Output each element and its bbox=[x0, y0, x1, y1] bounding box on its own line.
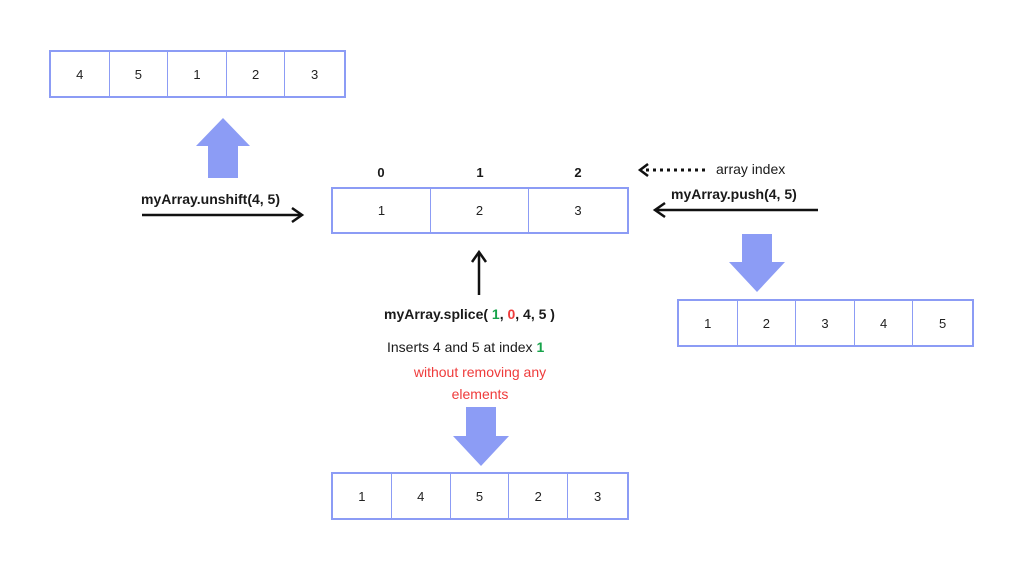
array-cell: 2 bbox=[738, 301, 797, 345]
array-index-label: 2 bbox=[574, 165, 582, 180]
array-cell: 5 bbox=[451, 474, 510, 518]
big-up-arrow-icon bbox=[196, 118, 250, 178]
array-cell: 3 bbox=[593, 488, 602, 504]
big-down-arrow-icon bbox=[453, 407, 509, 466]
array-cell: 3 bbox=[311, 66, 319, 82]
left-arrow-icon bbox=[652, 201, 818, 219]
description-text: Inserts 4 and 5 at index bbox=[387, 339, 537, 355]
splice-delete-count-arg: 0 bbox=[507, 306, 516, 322]
description-line-3: elements bbox=[451, 386, 509, 402]
array-cell: 3 bbox=[796, 301, 855, 345]
array-cell: 5 bbox=[939, 315, 947, 331]
array-index-caption: array index bbox=[716, 161, 786, 177]
array-cell: 3 bbox=[574, 203, 582, 218]
array-cell: 5 bbox=[110, 52, 169, 96]
array-index-label: 0 bbox=[377, 165, 385, 180]
dotted-left-arrow-icon bbox=[637, 163, 706, 177]
array-cell: 2 bbox=[431, 189, 529, 232]
splice-method-label: myArray.splice( 1, 0, 4, 5 ) bbox=[384, 306, 555, 322]
splice-result-array: 1 4 5 2 3 bbox=[331, 472, 629, 520]
push-method-label: myArray.push(4, 5) bbox=[671, 186, 797, 202]
description-index: 1 bbox=[536, 339, 545, 355]
array-cell: 1 bbox=[333, 189, 431, 232]
splice-rest-args: , 4, 5 ) bbox=[515, 306, 555, 322]
splice-separator: , bbox=[499, 306, 508, 322]
right-arrow-icon bbox=[142, 206, 305, 224]
array-cell: 4 bbox=[51, 52, 110, 96]
array-cell: 1 bbox=[679, 301, 738, 345]
array-cell: 4 bbox=[392, 474, 451, 518]
array-cell: 1 bbox=[333, 474, 392, 518]
push-result-array: 1 2 3 4 5 bbox=[677, 299, 974, 347]
original-array: 1 2 3 bbox=[331, 187, 629, 234]
array-cell: 2 bbox=[227, 52, 286, 96]
splice-description: Inserts 4 and 5 at index 1 bbox=[387, 339, 544, 355]
big-down-arrow-icon bbox=[729, 234, 785, 292]
array-cell: 1 bbox=[168, 52, 227, 96]
array-cell: 2 bbox=[509, 474, 569, 518]
unshift-method-label: myArray.unshift(4, 5) bbox=[141, 191, 280, 207]
description-line-2: without removing any bbox=[413, 364, 547, 380]
array-cell: 4 bbox=[855, 301, 914, 345]
array-index-label: 1 bbox=[476, 165, 484, 180]
splice-prefix: myArray.splice( bbox=[384, 306, 492, 322]
splice-start-arg: 1 bbox=[491, 306, 500, 322]
up-arrow-icon bbox=[470, 249, 488, 295]
unshift-result-array: 4 5 1 2 3 bbox=[49, 50, 346, 98]
